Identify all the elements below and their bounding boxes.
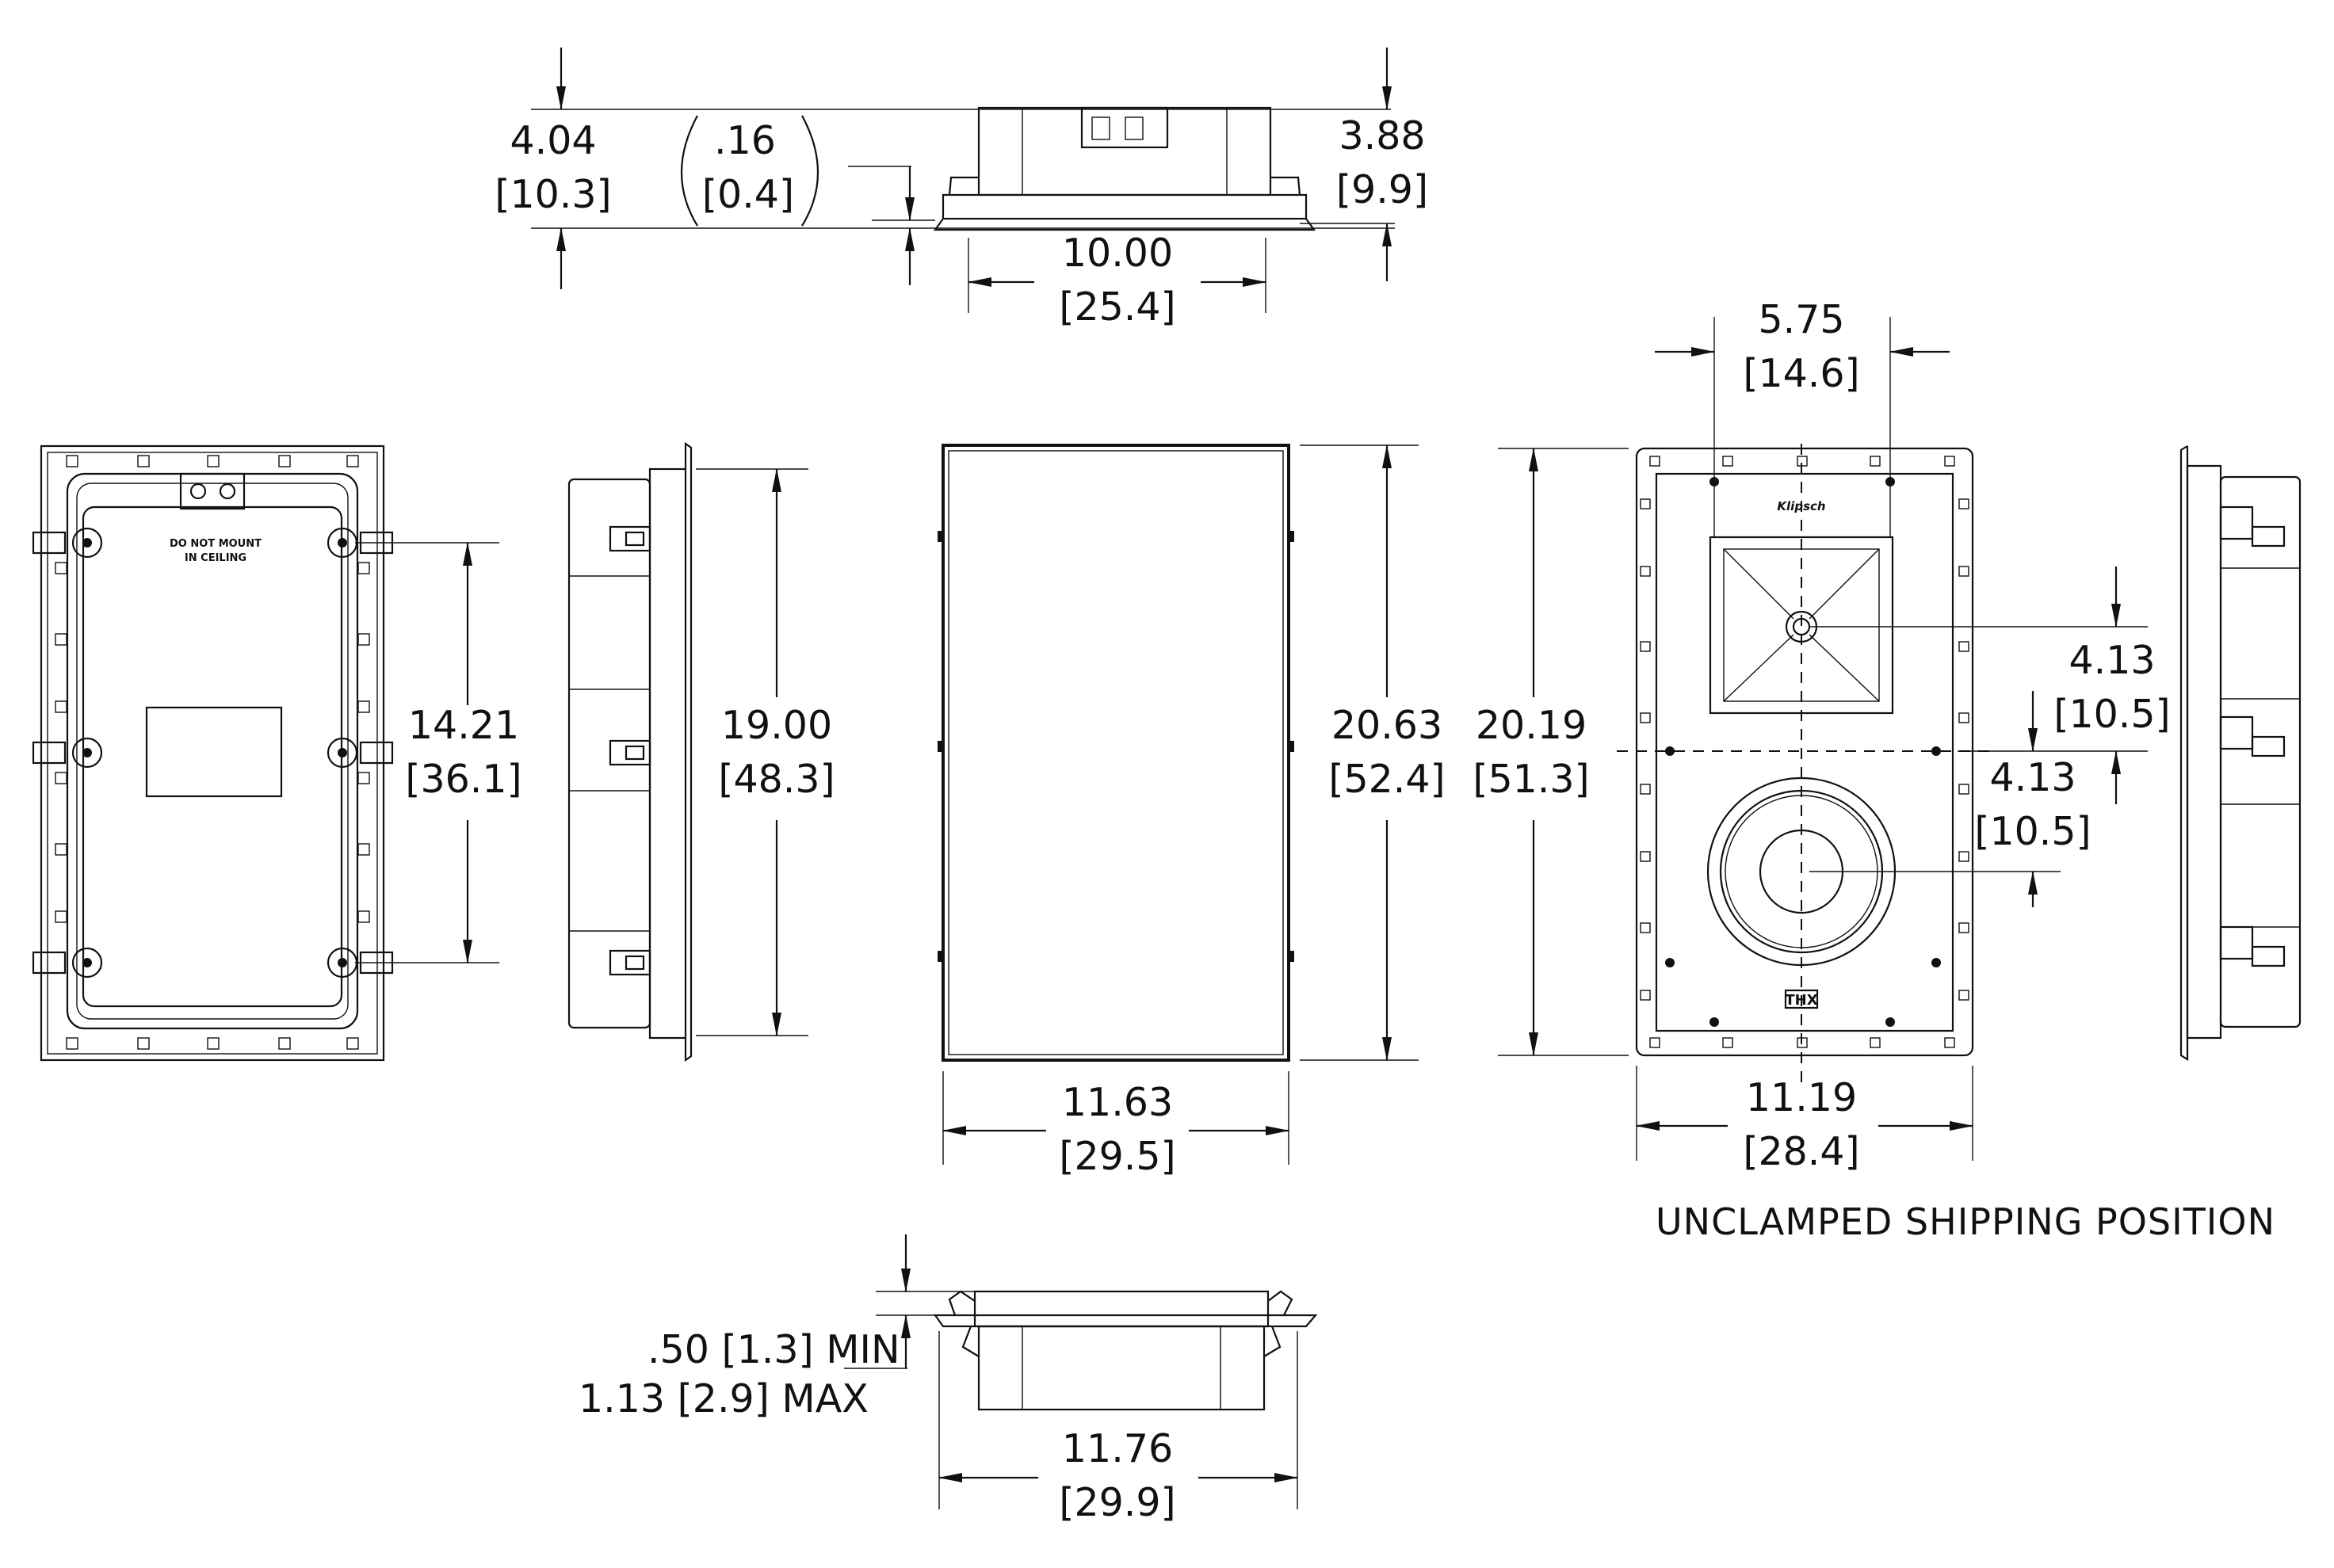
back-bracket-span-mm: [36.1] xyxy=(405,757,521,802)
woofer-offset: 4.13 xyxy=(1989,755,2076,800)
grille-width-mm: [29.5] xyxy=(1059,1134,1175,1179)
bottom-view: .50 [1.3] MIN 1.13 [2.9] MAX 11.76 [29.9… xyxy=(579,1234,1318,1525)
top-view: 4.04 [10.3] .16 [0.4] 3.88 [9.9] 10.00 [… xyxy=(495,48,1428,330)
tweeter-width-mm: [14.6] xyxy=(1743,351,1859,396)
clamp-bosses xyxy=(32,527,394,979)
tweeter-offset: 4.13 xyxy=(2069,638,2155,683)
top-flange-offset: .16 xyxy=(714,118,776,163)
front-height: 20.19 xyxy=(1476,703,1587,748)
front-mount-holes xyxy=(1665,477,1941,1027)
front-height-mm: [51.3] xyxy=(1473,757,1589,802)
grille-width: 11.63 xyxy=(1062,1080,1173,1125)
bottom-width: 11.76 xyxy=(1062,1426,1173,1471)
woofer-offset-mm: [10.5] xyxy=(1974,809,2091,854)
grille-height: 20.63 xyxy=(1331,703,1442,748)
top-height-right-mm: [9.9] xyxy=(1336,167,1428,212)
warning-line-2: IN CEILING xyxy=(185,552,246,564)
clamp-min: .50 [1.3] MIN xyxy=(647,1327,900,1372)
clamp-max: 1.13 [2.9] MAX xyxy=(579,1376,869,1421)
view-caption: UNCLAMPED SHIPPING POSITION xyxy=(1656,1200,2275,1243)
top-height-left-mm: [10.3] xyxy=(495,172,611,217)
top-height-right: 3.88 xyxy=(1339,113,1425,158)
side-clamps xyxy=(609,525,651,976)
grille-height-mm: [52.4] xyxy=(1328,757,1445,802)
right-side-view xyxy=(2179,445,2302,1061)
back-bracket-span: 14.21 xyxy=(408,703,519,748)
back-view: DO NOT MOUNT IN CEILING 14.21 [36.1] xyxy=(32,444,522,1062)
tweeter-width: 5.75 xyxy=(1758,297,1844,342)
right-side-clamps xyxy=(2219,505,2286,967)
bottom-width-mm: [29.9] xyxy=(1059,1480,1175,1525)
tweeter-offset-mm: [10.5] xyxy=(2053,692,2170,737)
front-width: 11.19 xyxy=(1746,1075,1857,1120)
front-width-mm: [28.4] xyxy=(1743,1129,1859,1174)
top-width: 10.00 xyxy=(1062,231,1173,276)
top-height-left: 4.04 xyxy=(510,118,596,163)
top-flange-offset-mm: [0.4] xyxy=(702,172,794,217)
warning-line-1: DO NOT MOUNT xyxy=(170,538,262,550)
perimeter-tabs xyxy=(55,455,370,1050)
side-height: 19.00 xyxy=(721,703,832,748)
front-screw-tabs xyxy=(1640,456,1969,1048)
grille-view: 20.63 [52.4] 11.63 [29.5] xyxy=(938,444,1446,1179)
top-width-mm: [25.4] xyxy=(1059,284,1175,330)
side-view: 19.00 [48.3] xyxy=(567,441,835,1063)
front-view: Klipsch THX 5.75 [14.6] 20.19 [51.3] 4.1… xyxy=(1473,297,2275,1243)
side-height-mm: [48.3] xyxy=(718,757,835,802)
